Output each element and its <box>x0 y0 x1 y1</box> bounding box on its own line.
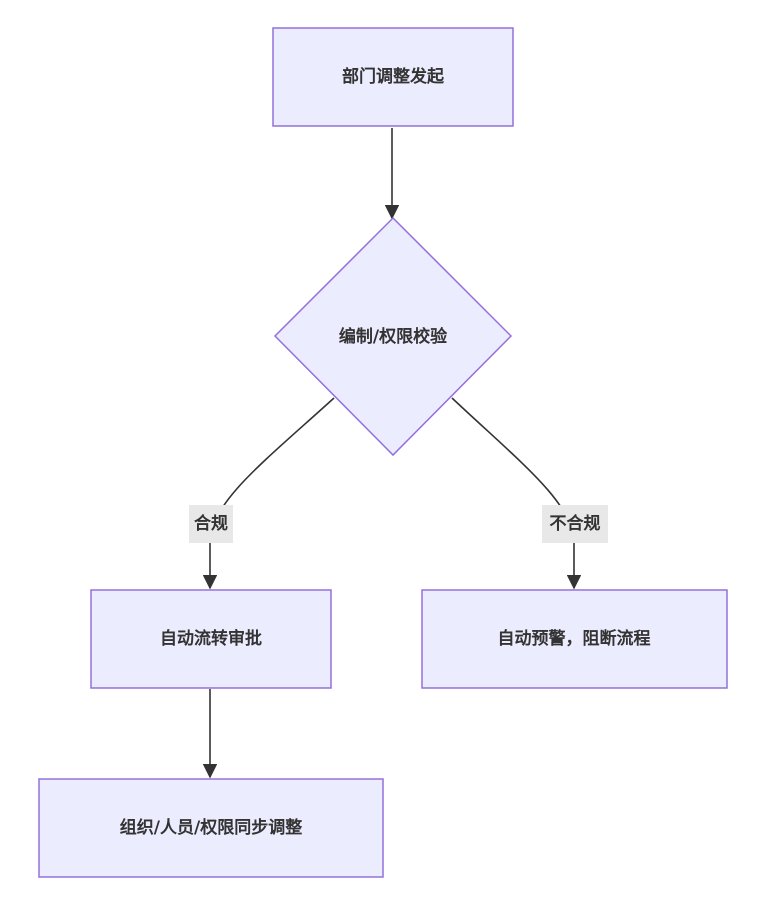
edge-check-to-approve <box>202 397 335 590</box>
edge-label-compliant-text: 合规 <box>194 513 228 534</box>
node-approve-label: 自动流转审批 <box>160 628 262 649</box>
edge-check-to-warn <box>451 397 582 590</box>
node-start-label: 部门调整发起 <box>342 66 445 87</box>
node-check-diamond: 编制/权限校验 <box>273 216 513 457</box>
node-approve: 自动流转审批 <box>90 589 332 689</box>
edge-label-compliant: 合规 <box>189 505 233 543</box>
node-sync-label: 组织/人员/权限同步调整 <box>120 817 302 838</box>
node-warn: 自动预警，阻断流程 <box>421 589 728 689</box>
node-start: 部门调整发起 <box>272 27 514 127</box>
node-sync: 组织/人员/权限同步调整 <box>38 778 384 878</box>
edge-label-noncompliant-text: 不合规 <box>550 513 601 534</box>
node-warn-label: 自动预警，阻断流程 <box>498 628 651 649</box>
edge-label-noncompliant: 不合规 <box>542 505 608 543</box>
node-check-label: 编制/权限校验 <box>339 326 448 347</box>
